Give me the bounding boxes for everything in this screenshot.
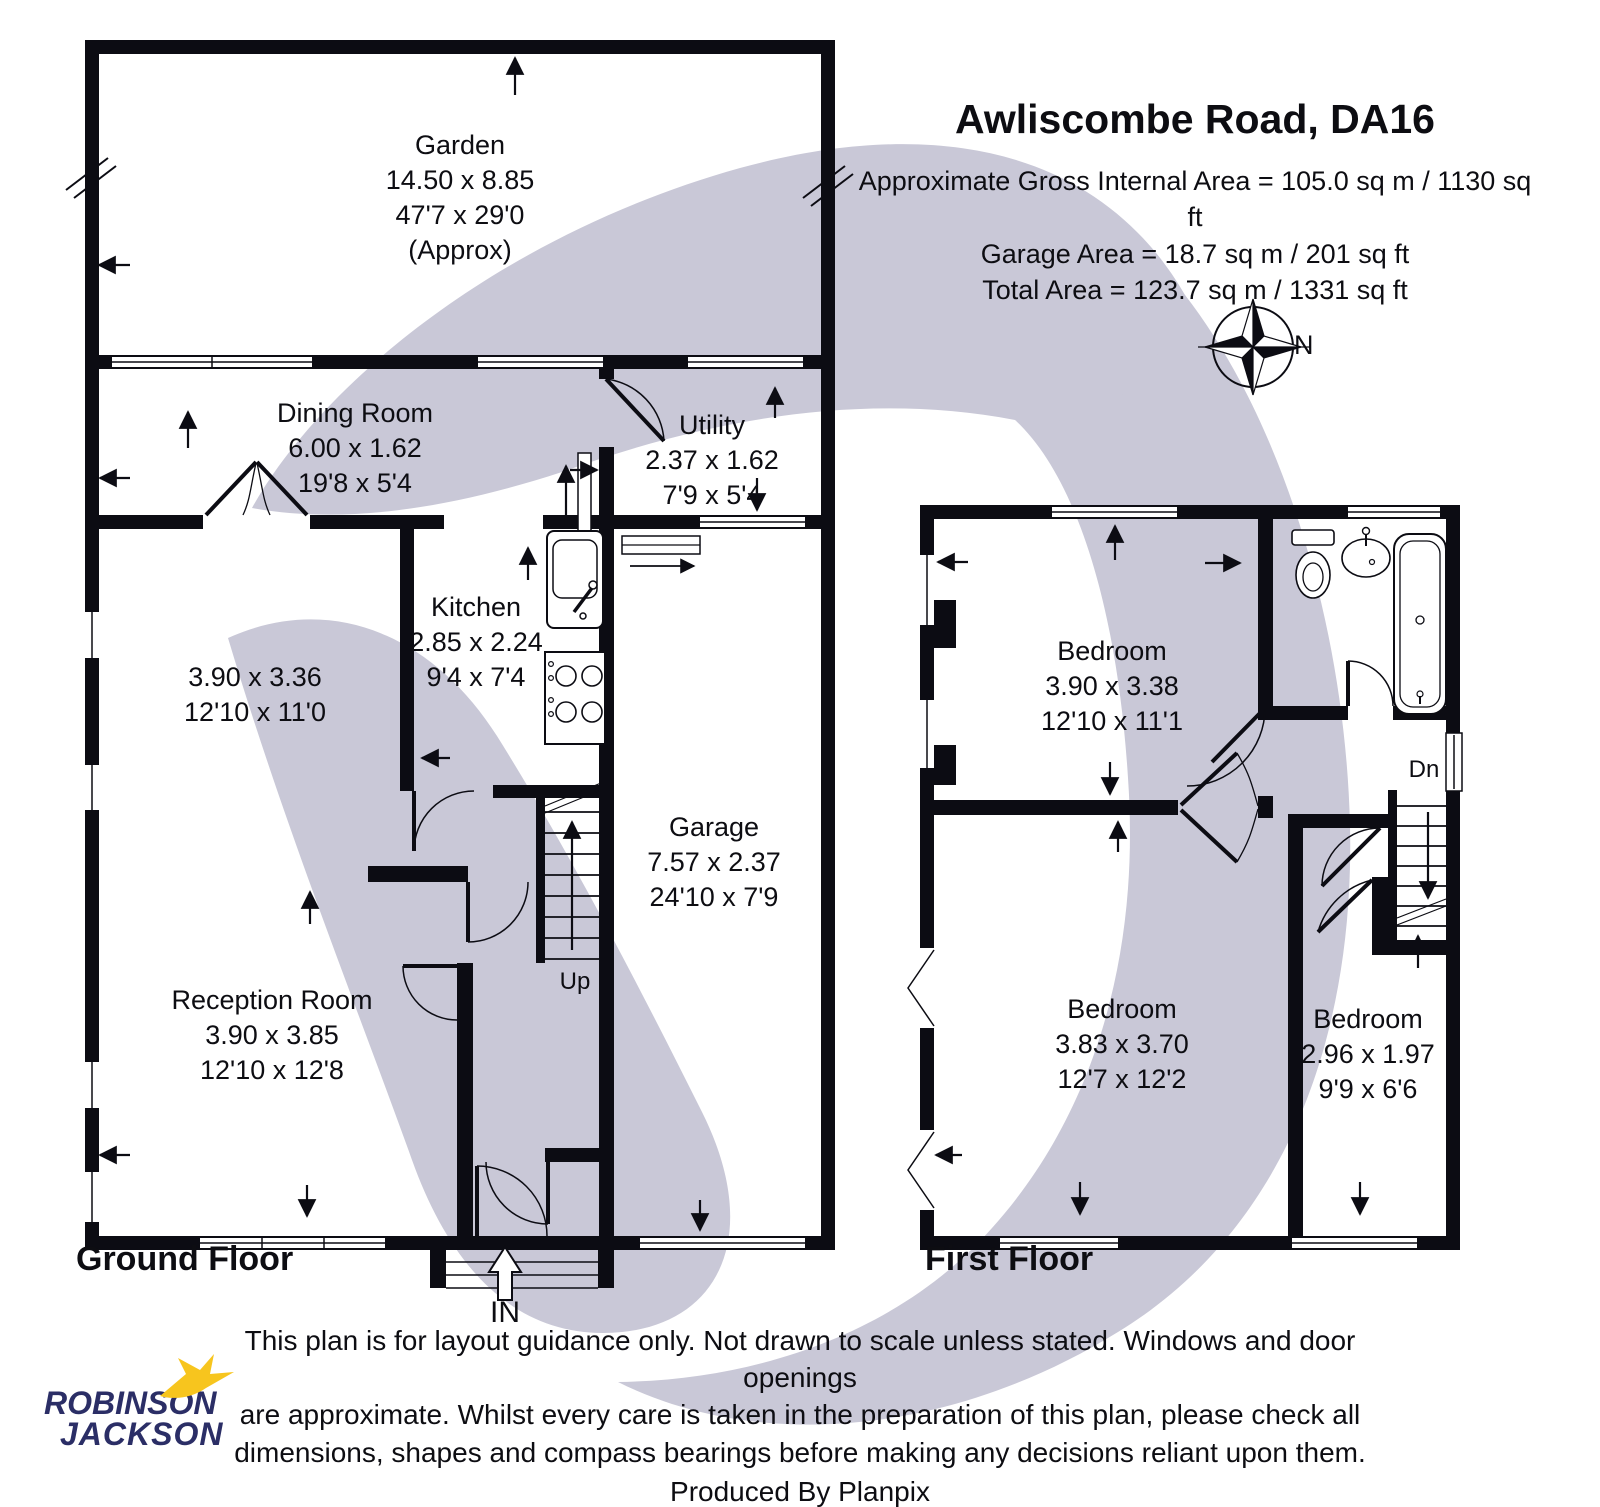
first-floor-plan [907, 505, 1463, 1250]
room-label-garage: Garage 7.57 x 2.37 24'10 x 7'9 [647, 812, 781, 913]
planpix-watermark-icon [228, 144, 1351, 1425]
room-label-bedroom-1: Bedroom 3.90 x 3.38 12'10 x 11'1 [1041, 636, 1183, 737]
fence-break-icon [65, 157, 854, 207]
room-label-bedroom-2: Bedroom 3.83 x 3.70 12'7 x 12'2 [1055, 994, 1189, 1095]
total-area-text: Total Area = 123.7 sq m / 1331 sq ft [982, 275, 1408, 306]
entrance-in-label: IN [490, 1296, 520, 1329]
room-label-kitchen: Kitchen 2.85 x 2.24 9'4 x 7'4 [409, 592, 543, 693]
first-floor-doors [1179, 660, 1394, 934]
utility-vent-icon [621, 535, 701, 574]
first-floor-label: First Floor [925, 1240, 1094, 1278]
ground-floor-plan [65, 40, 854, 1301]
disclaimer: This plan is for layout guidance only. N… [200, 1322, 1400, 1507]
room-label-reception-room: Reception Room 3.90 x 3.85 12'10 x 12'8 [171, 985, 373, 1086]
stairs-down-label: Dn [1408, 756, 1440, 783]
gross-area-text: Approximate Gross Internal Area = 105.0 … [858, 166, 1532, 233]
disclaimer-line-2: are approximate. Whilst every care is ta… [239, 1399, 1361, 1431]
toilet-icon [1291, 529, 1335, 599]
bathtub-icon [1393, 533, 1447, 715]
produced-by-text: Produced By Planpix [670, 1475, 930, 1507]
kitchen-sink-icon [546, 530, 604, 629]
room-label-dining-room: Dining Room 6.00 x 1.62 19'8 x 5'4 [276, 398, 434, 499]
ground-floor-label: Ground Floor [76, 1240, 294, 1278]
room-label-front-room: 3.90 x 3.36 12'10 x 11'0 [184, 662, 326, 728]
compass-north-label: N [1294, 330, 1314, 360]
basin-icon [1341, 526, 1391, 578]
room-label-utility: Utility 2.37 x 1.62 7'9 x 5'4 [645, 410, 779, 511]
compass-icon [1198, 298, 1310, 396]
robinson-jackson-logo: ROBINSON JACKSON [44, 1354, 254, 1453]
page-title: Awliscombe Road, DA16 [955, 96, 1435, 142]
dimension-arrows-first [934, 524, 1428, 1216]
garage-area-text: Garage Area = 18.7 sq m / 201 sq ft [980, 238, 1410, 269]
dimension-arrows-ground [97, 56, 785, 1232]
logo-line-2: JACKSON [60, 1416, 224, 1453]
stairs-up-label: Up [559, 968, 591, 995]
stairs-down [1396, 805, 1447, 927]
ground-floor-windows [85, 357, 805, 1248]
stairs-up [544, 782, 602, 960]
swallow-icon [160, 1354, 234, 1398]
disclaimer-line-1: This plan is for layout guidance only. N… [244, 1325, 1356, 1394]
disclaimer-line-3: dimensions, shapes and compass bearings … [234, 1436, 1366, 1468]
title-block: Awliscombe Road, DA16 Approximate Gross … [850, 96, 1540, 309]
porch-steps [446, 1261, 598, 1289]
entrance-in-arrow-icon [487, 1245, 523, 1301]
room-label-bedroom-3: Bedroom 2.96 x 1.97 9'9 x 6'6 [1301, 1004, 1435, 1105]
room-label-garden: Garden 14.50 x 8.85 47'7 x 29'0 (Approx) [385, 130, 535, 266]
stove-icon [544, 651, 606, 745]
first-floor-windows [907, 507, 1463, 1248]
